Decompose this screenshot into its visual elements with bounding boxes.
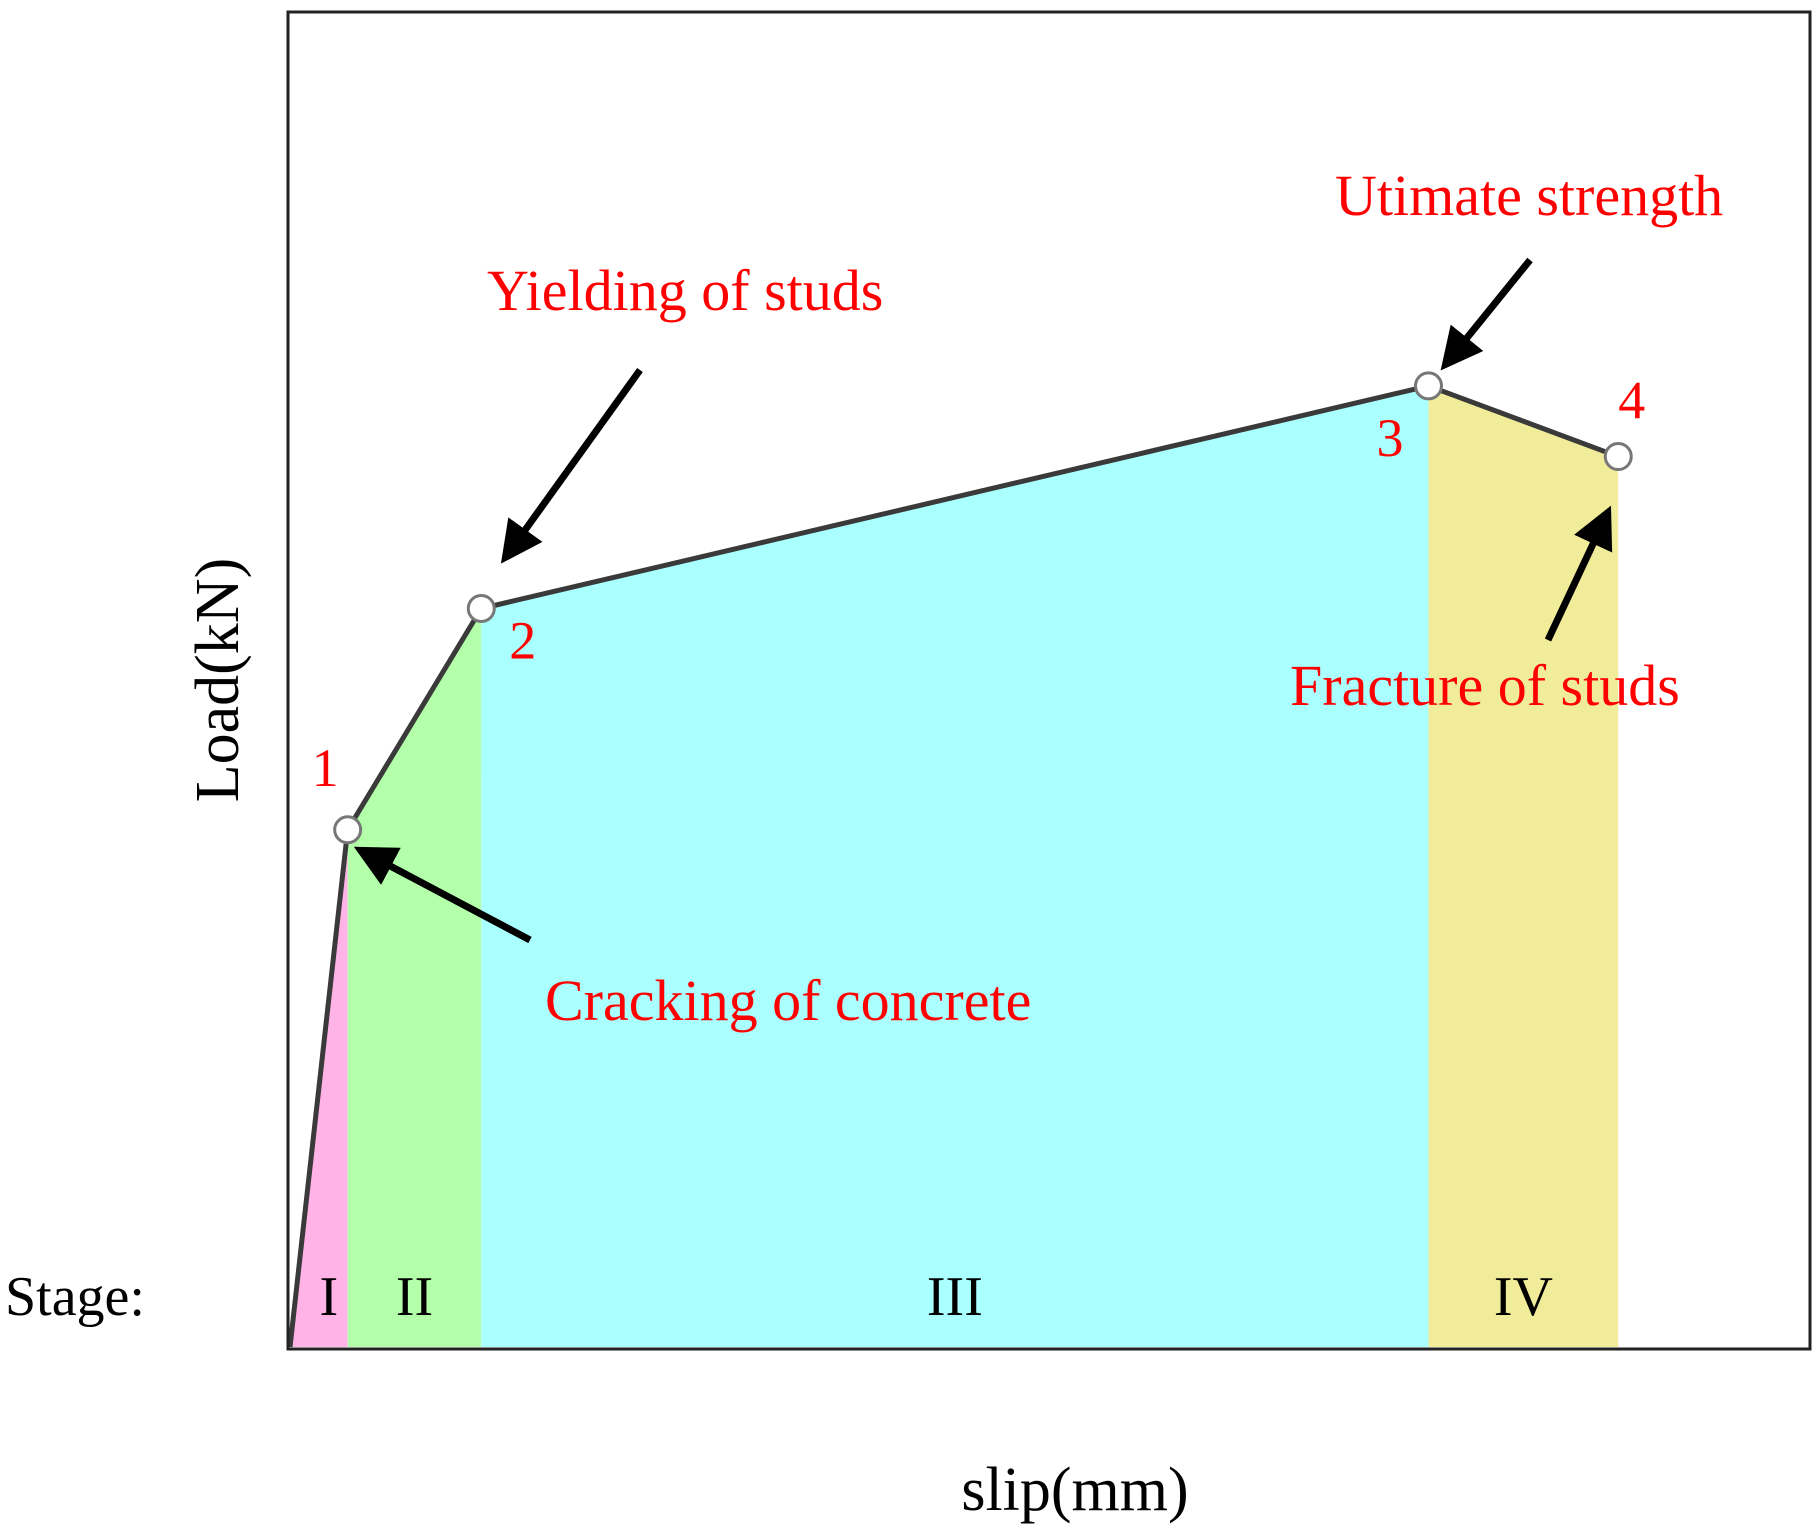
point-label-2: 2 <box>509 611 536 671</box>
stage-region-iii <box>481 385 1429 1348</box>
stage-label-i: I <box>320 1266 339 1328</box>
stage-region-ii <box>347 608 482 1347</box>
arrow-ultimate <box>1440 257 1533 371</box>
annotation-ultimate: Utimate strength <box>1335 163 1723 228</box>
stage-title: Stage: <box>5 1266 145 1328</box>
point-marker-1 <box>333 815 363 845</box>
point-marker-4 <box>1603 442 1633 472</box>
stage-regions <box>290 385 1619 1348</box>
arrow-fracture <box>1544 505 1613 642</box>
point-label-1: 1 <box>312 738 339 798</box>
stage-region-iv <box>1428 385 1619 1348</box>
plot-frame <box>286 10 1812 1351</box>
stage-label-iii: III <box>927 1266 983 1328</box>
annotation-cracking: Cracking of concrete <box>545 968 1031 1033</box>
arrow-yielding <box>500 367 643 564</box>
point-marker-3 <box>1414 371 1443 401</box>
point-marker-2 <box>466 594 496 624</box>
stage-label-iv: IV <box>1494 1266 1553 1328</box>
x-axis-title: slip(mm) <box>961 1456 1188 1524</box>
point-labels: 1 2 3 4 <box>312 371 1646 798</box>
arrow-cracking <box>353 846 532 944</box>
point-label-4: 4 <box>1618 371 1645 431</box>
point-label-3: 3 <box>1377 408 1404 468</box>
point-markers <box>333 371 1633 845</box>
annotation-fracture: Fracture of studs <box>1290 653 1680 718</box>
stage-label-ii: II <box>396 1266 433 1328</box>
annotation-yielding: Yielding of studs <box>487 258 883 323</box>
y-axis-title: Load(kN) <box>184 558 252 802</box>
